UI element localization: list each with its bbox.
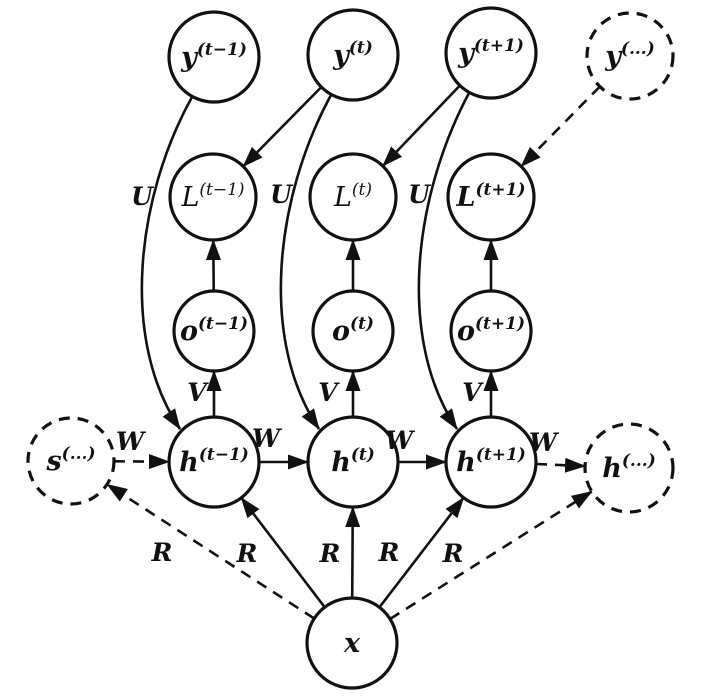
node-h_dots-label: h(...) (602, 451, 655, 484)
node-L_t-label: L(t) (333, 180, 372, 213)
node-o_tp1-label: o(t+1) (457, 314, 525, 347)
node-y_dots-label: y(...) (604, 39, 655, 72)
edge-x-to-h_dots (389, 490, 593, 621)
edge-y_tp1-to-h_tp1 (417, 92, 471, 430)
edge-x-to-h_t (345, 506, 361, 599)
edge-y_dots-to-L_tp1 (520, 85, 601, 168)
edge-label-W-6: W (116, 427, 147, 456)
edge-h_tp1-to-h_dots (535, 457, 586, 473)
edge-label-R-14: R (442, 539, 464, 568)
edge-label-R-10: R (151, 538, 173, 567)
edge-label-V-4: V (318, 378, 340, 407)
edge-label-U-2: U (408, 180, 432, 209)
node-L_tm1-label: L(t−1) (180, 180, 244, 213)
edge-y_t-to-L_tm1 (242, 86, 323, 168)
node-h_tm1-circle (167, 415, 261, 509)
edge-x-to-s_dots (106, 483, 315, 620)
node-y_t-circle (306, 8, 400, 102)
node-h_tm1-label: h(t−1) (179, 445, 249, 478)
node-L_tp1-circle (446, 152, 536, 242)
node-s_dots-circle (26, 416, 116, 506)
edge-label-R-13: R (378, 538, 400, 567)
edge-y_tp1-to-L_t (381, 84, 461, 167)
node-y_t-label: y(t) (332, 38, 373, 71)
node-L_t-circle (308, 152, 398, 242)
edge-label-U-0: U (131, 182, 155, 211)
edge-x-to-h_tp1 (378, 496, 465, 609)
node-h_tp1-label: h(t+1) (456, 445, 526, 478)
edge-label-V-5: V (462, 378, 484, 407)
edge-y_tm1-to-h_tm1 (140, 96, 194, 430)
node-y_dots-circle (585, 11, 675, 101)
node-h_tp1-circle (444, 415, 538, 509)
node-h_t-label: h(t) (331, 445, 375, 478)
node-L_tm1-circle (168, 152, 258, 242)
edge-label-R-11: R (236, 539, 258, 568)
node-x-circle (305, 596, 399, 690)
edge-label-W-8: W (385, 426, 416, 455)
node-y_tp1-label: y(t+1) (457, 36, 524, 69)
edge-label-V-3: V (187, 378, 209, 407)
node-o_tp1-circle (449, 289, 533, 373)
node-o_t-label: o(t) (332, 314, 374, 347)
edge-x-to-h_tm1 (240, 497, 326, 608)
node-L_tp1-label: L(t+1) (456, 180, 526, 213)
edge-label-R-12: R (319, 539, 341, 568)
node-o_t-circle (311, 289, 395, 373)
node-h_dots-circle (583, 422, 675, 514)
edge-label-W-7: W (252, 424, 283, 453)
node-y_tm1-label: y(t−1) (180, 40, 247, 73)
node-x-label: x (343, 628, 361, 659)
edge-label-U-1: U (270, 180, 294, 209)
node-s_dots-label: s(...) (45, 444, 95, 477)
node-h_t-circle (306, 415, 400, 509)
node-o_tm1-circle (172, 289, 256, 373)
node-y_tp1-circle (444, 6, 538, 100)
node-o_tm1-label: o(t−1) (180, 314, 248, 347)
edge-y_t-to-h_t (279, 94, 333, 430)
node-y_tm1-circle (167, 10, 261, 104)
edge-label-W-9: W (529, 428, 560, 457)
